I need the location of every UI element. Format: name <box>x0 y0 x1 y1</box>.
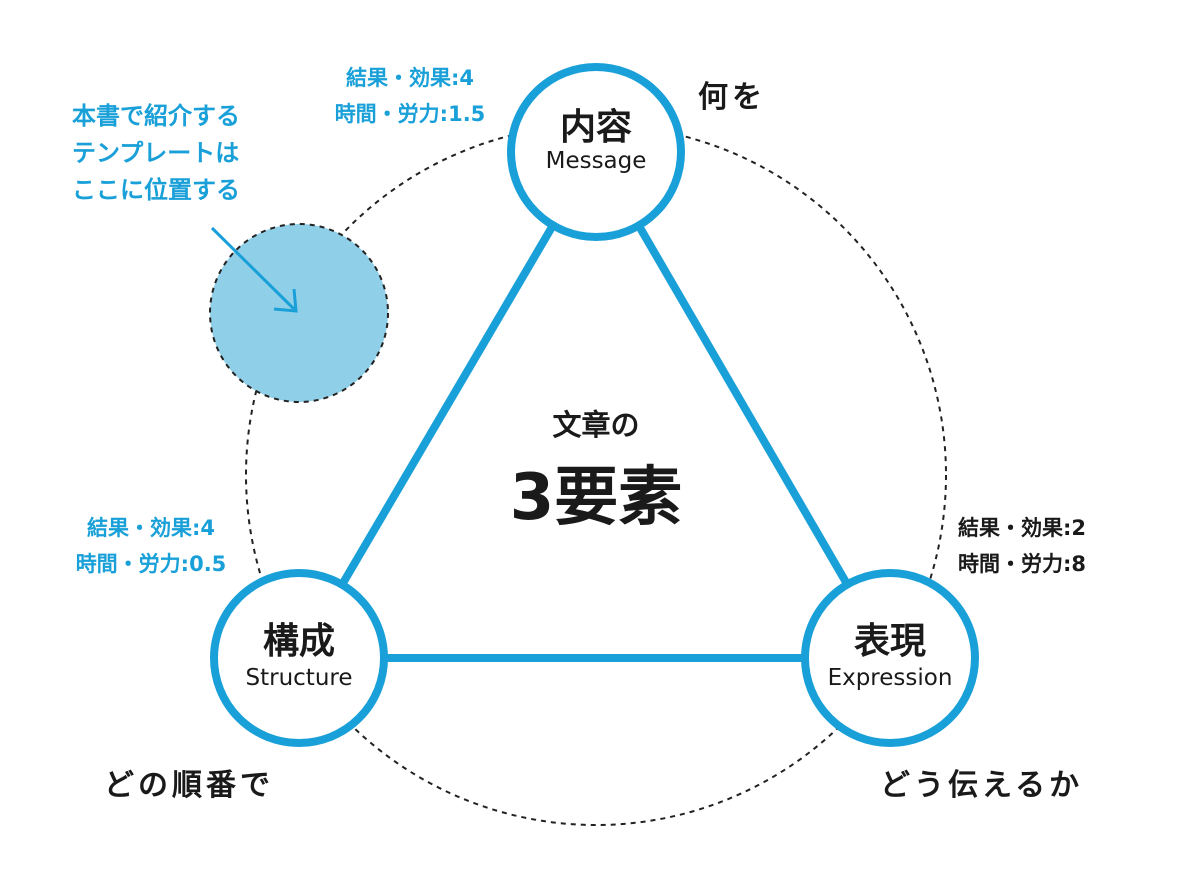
stats-expression-effect: 結果・効果:2 <box>958 516 1087 540</box>
node-circle-expression <box>801 569 979 747</box>
stats-expression: 結果・効果:2 時間・労力:8 <box>958 510 1108 582</box>
stats-structure-effect: 結果・効果:4 <box>86 516 215 540</box>
stats-structure: 結果・効果:4 時間・労力:0.5 <box>66 510 236 582</box>
stats-message-effort: 時間・労力:1.5 <box>334 102 486 126</box>
stats-structure-effort: 時間・労力:0.5 <box>75 552 227 576</box>
center-title-line2: 3要素 <box>509 461 683 535</box>
template-note-line1: 本書で紹介する <box>72 102 240 130</box>
outer-dashed-circle <box>245 124 947 826</box>
node-subtitle-structure: Structure <box>245 665 353 691</box>
node-title-message: 内容 <box>559 107 632 148</box>
node-title-expression: 表現 <box>853 621 926 662</box>
template-note-line2: テンプレートは <box>72 139 240 167</box>
triangle <box>295 148 894 662</box>
side-label-order: どの順番で <box>104 768 274 803</box>
node-circle-message <box>507 63 685 241</box>
pointer-arrow <box>210 226 298 313</box>
side-label-what: 何を <box>698 80 766 115</box>
template-note-line3: ここに位置する <box>72 176 240 204</box>
node-subtitle-message: Message <box>545 148 647 174</box>
stats-expression-effort: 時間・労力:8 <box>958 552 1087 576</box>
node-subtitle-expression: Expression <box>827 665 953 691</box>
center-title-line1: 文章の <box>552 408 640 442</box>
stats-message: 結果・効果:4 時間・労力:1.5 <box>330 60 490 132</box>
side-label-how: どう伝えるか <box>880 768 1084 803</box>
stats-message-effect: 結果・効果:4 <box>345 66 474 90</box>
node-title-structure: 構成 <box>262 621 335 662</box>
template-note: 本書で紹介する テンプレートは ここに位置する <box>72 98 240 209</box>
node-circle-structure <box>210 569 388 747</box>
